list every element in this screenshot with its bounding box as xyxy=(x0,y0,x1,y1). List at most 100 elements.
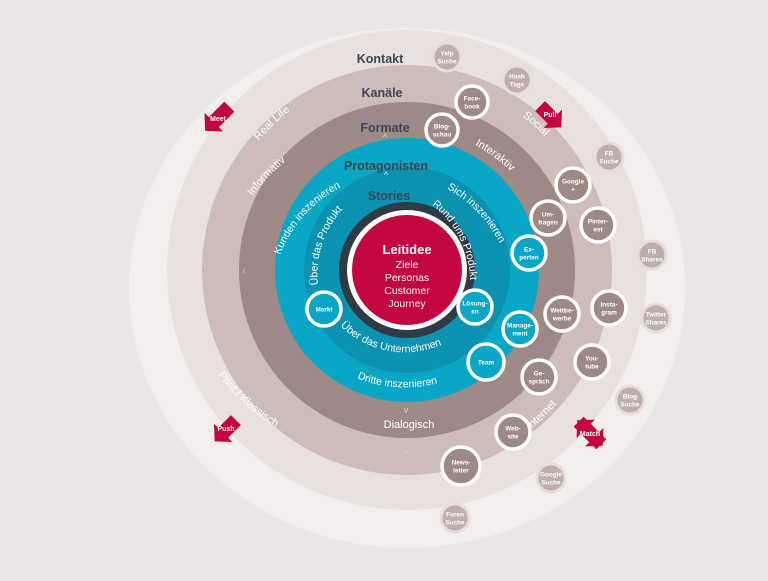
bubble-label: Shares xyxy=(641,256,663,263)
bubble-circle xyxy=(640,302,672,334)
bubble-label: werbe xyxy=(552,315,572,322)
bubble-label: Pinter- xyxy=(588,218,608,225)
bubble-layer: YelpSucheHashTagsFace-bookBlog-schauFBSu… xyxy=(305,41,672,534)
bubble-label: Yelp xyxy=(440,50,453,57)
bubble-label: en xyxy=(471,308,479,315)
bubble-label: Tags xyxy=(510,81,525,88)
arrow-match-label: Match xyxy=(580,431,600,438)
bubble-circle xyxy=(424,112,460,148)
ring-title-stories: Stories xyxy=(368,189,410,203)
arrow-pull: Pull xyxy=(535,101,563,129)
bubble-label: FB xyxy=(605,150,614,157)
bubble-label: letter xyxy=(453,467,469,474)
bubble-circle xyxy=(554,166,592,204)
bubble-circle xyxy=(593,141,625,173)
bubble-label: Suche xyxy=(541,479,561,486)
bubble-label: Google xyxy=(540,471,562,478)
bubble-label: est xyxy=(593,226,603,233)
arrow-match: Match xyxy=(573,416,607,450)
bubble-circle xyxy=(543,295,581,333)
bubble-circle xyxy=(439,502,471,534)
bubble-circle xyxy=(573,343,611,381)
bubble-wettbewerbe: Wettbe-werbe xyxy=(543,295,581,333)
bubble-label: ment xyxy=(512,330,528,337)
bubble-website: Web-site xyxy=(494,413,532,451)
bubble-gespraech: Ge-spräch xyxy=(520,358,558,396)
bubble-label: Hash xyxy=(509,73,525,80)
bubble-label: Ge- xyxy=(534,370,545,377)
bubble-markt: Markt xyxy=(305,290,343,328)
bubble-label: fragen xyxy=(538,219,558,226)
bubble-label: Suche xyxy=(445,519,465,526)
bubble-label: Insta- xyxy=(600,301,617,308)
arrow-pull-label: Pull xyxy=(544,112,557,119)
chevron-left-icon: ‹ xyxy=(242,265,246,277)
chevron-up-icon: ^ xyxy=(384,170,389,180)
bubble-newsletter: News-letter xyxy=(440,445,482,487)
bubble-circle xyxy=(466,342,506,382)
bubble-label: Foren xyxy=(446,511,464,518)
bubble-management: Manage-ment xyxy=(501,310,539,348)
bubble-circle xyxy=(440,445,482,487)
ring-title-protagonisten: Protagonisten xyxy=(344,159,428,173)
core-line-personas: Personas xyxy=(385,272,429,284)
chevron-up-icon: ^ xyxy=(383,132,388,142)
bubble-label: site xyxy=(507,433,518,440)
bubble-circle xyxy=(454,84,490,120)
bubble-label: Ex- xyxy=(524,246,534,253)
bubble-label: Web- xyxy=(505,425,521,432)
bubble-label: Google xyxy=(562,178,584,185)
bubble-label: Suche xyxy=(599,158,619,165)
bubble-label: Blog- xyxy=(434,123,450,130)
bubble-circle xyxy=(431,41,463,73)
bubble-circle xyxy=(579,206,617,244)
bubble-circle xyxy=(501,310,539,348)
arrow-push-label: Push xyxy=(217,426,234,433)
bubble-label: spräch xyxy=(529,378,550,385)
arrow-meet-label: Meet xyxy=(210,116,227,123)
bubble-circle xyxy=(636,239,668,271)
core-leitidee xyxy=(352,215,462,325)
ring-title-formate: Formate xyxy=(360,121,409,135)
core-line-customer: Customer xyxy=(384,285,430,297)
core-line-ziele: Ziele xyxy=(396,259,419,271)
bubble-label: Lösung- xyxy=(462,300,487,307)
bubble-label: Shares xyxy=(645,319,667,326)
bubble-circle xyxy=(590,289,628,327)
bubble-circle xyxy=(529,199,567,237)
bubble-circle xyxy=(305,290,343,328)
bubble-label: schau xyxy=(433,131,452,138)
bubble-label: perten xyxy=(519,254,539,261)
bubble-label: gram xyxy=(601,309,617,316)
chevron-down-icon: v xyxy=(404,405,409,415)
bubble-label: Suche xyxy=(620,401,640,408)
bubble-circle xyxy=(614,384,646,416)
bubble-google-plus: Google+ xyxy=(554,166,592,204)
core-line-journey: Journey xyxy=(388,298,426,310)
bubble-label: Team xyxy=(478,359,495,366)
bubble-circle xyxy=(520,358,558,396)
bubble-circle xyxy=(494,413,532,451)
bubble-youtube: You-tube xyxy=(573,343,611,381)
chevron-right-icon: › xyxy=(588,265,592,277)
ring-title-kanaele: Kanäle xyxy=(362,86,403,100)
bubble-label: tube xyxy=(585,363,599,370)
bubble-circle xyxy=(501,64,533,96)
bubble-label: Blog xyxy=(623,393,637,400)
bubble-label: Um- xyxy=(542,211,554,218)
bubble-label: FB xyxy=(648,248,657,255)
arrow-meet: Meet xyxy=(204,101,235,132)
arrow-push: Push xyxy=(213,415,241,443)
bubble-facebook: Face-book xyxy=(454,84,490,120)
bubble-label: You- xyxy=(585,355,599,362)
bubble-umfragen: Um-fragen xyxy=(529,199,567,237)
